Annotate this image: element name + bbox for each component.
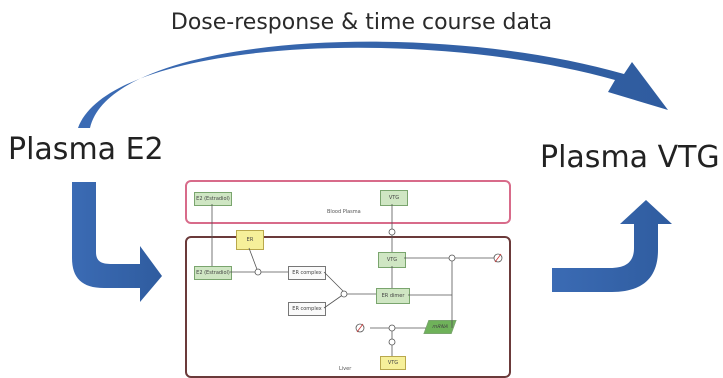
plasma-vtg-label: Plasma VTG	[540, 140, 720, 175]
liver-compartment-label: Liver	[339, 366, 352, 372]
model-connectors	[211, 204, 503, 356]
plasma-e2-label: Plasma E2	[8, 132, 164, 167]
vtg-bottom-node: VTG	[380, 356, 406, 370]
model-diagram: Blood Plasma Liver Ε2 (Estradiol) VTG ER…	[180, 180, 520, 378]
vtg-plasma-node: VTG	[380, 190, 408, 206]
right-bend-arrow	[552, 200, 672, 292]
curved-arrow	[78, 41, 668, 129]
e2-plasma-node: Ε2 (Estradiol)	[194, 192, 232, 206]
er-dimer-node: ER dimer	[376, 288, 410, 304]
liver-compartment: Liver	[185, 236, 511, 378]
plasma-compartment-label: Blood Plasma	[327, 209, 361, 215]
er-node: ER	[236, 230, 264, 250]
er-complex-1-node: ER complex	[288, 266, 326, 280]
diagram-title: Dose-response & time course data	[170, 10, 553, 35]
left-bend-arrow	[72, 182, 162, 302]
er-complex-2-node: ER complex	[288, 302, 326, 316]
e2-liver-node: Ε2 (Estradiol)	[194, 266, 232, 280]
plasma-compartment: Blood Plasma	[185, 180, 511, 224]
